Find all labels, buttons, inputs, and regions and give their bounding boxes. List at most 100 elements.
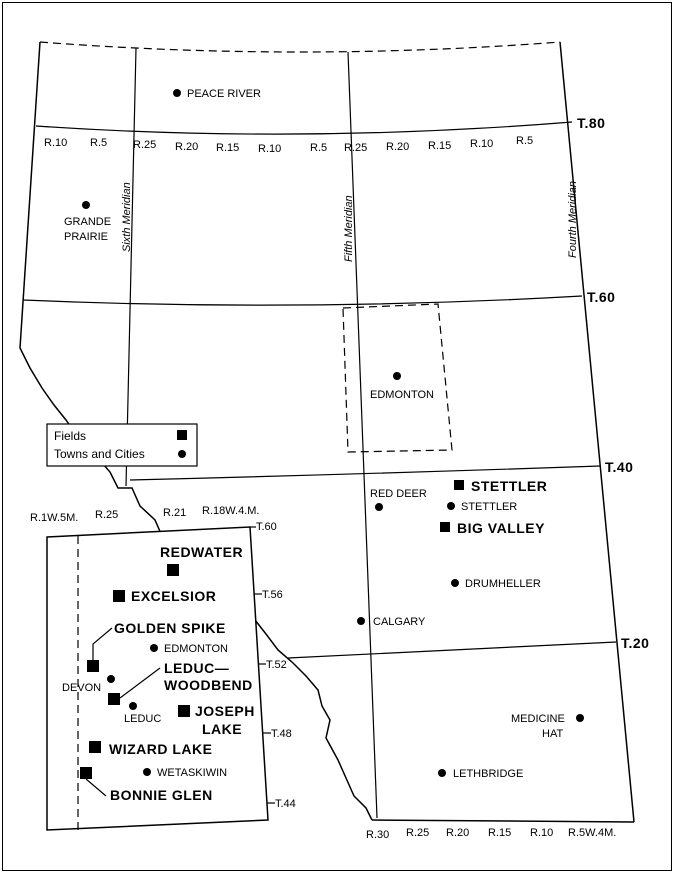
inset-field-marker-leduc-woodbend	[108, 693, 120, 705]
field-marker	[440, 522, 450, 532]
town-marker	[357, 617, 365, 625]
fifth-meridian-line	[347, 51, 378, 819]
town-marker	[447, 502, 455, 510]
town-label-medicine-hat: HAT	[542, 728, 563, 740]
field-marker	[454, 480, 464, 490]
inset-town-label-edmonton: EDMONTON	[164, 643, 228, 655]
township-label-60: T.60	[587, 289, 615, 305]
inset-field-label-excelsior: EXCELSIOR	[131, 588, 216, 604]
southwest-boundary	[254, 619, 373, 821]
leader-line	[119, 667, 161, 699]
inset-township-label: T.48	[271, 728, 292, 740]
inset-town-marker	[150, 644, 158, 652]
township-label-40: T.40	[605, 459, 633, 475]
leader-line	[85, 778, 107, 797]
towns: PEACE RIVER GRANDE PRAIRIE EDMONTON RED …	[64, 88, 584, 780]
field-label-stettler: STETTLER	[471, 478, 547, 494]
inset-town-marker	[143, 768, 151, 776]
township-line-80	[35, 121, 573, 135]
range-label: R.5W.4M.	[568, 827, 616, 839]
inset-field-label-leduc-woodbend: LEDUC—	[164, 660, 229, 676]
range-label: R.15	[428, 140, 451, 152]
range-label: R.25	[133, 139, 156, 151]
inset-field-marker-excelsior	[113, 590, 125, 602]
fourth-meridian-label: Fourth Meridian	[567, 181, 579, 258]
range-label: R.25	[406, 827, 429, 839]
township-line-60	[22, 295, 583, 306]
inset-township-label: T.52	[266, 659, 287, 671]
town-label-calgary: CALGARY	[373, 616, 426, 628]
range-label: R.10	[470, 138, 493, 150]
township-label-80: T.80	[577, 115, 605, 131]
township-labels: T.80 T.60 T.40 T.20	[577, 115, 649, 651]
inset-town-marker	[129, 702, 137, 710]
inset-field-label-wizard-lake: WIZARD LAKE	[109, 741, 213, 757]
town-label-lethbridge: LETHBRIDGE	[453, 768, 523, 780]
province-outline	[19, 41, 635, 823]
legend-field-marker	[177, 430, 187, 440]
town-marker	[576, 714, 584, 722]
northern-range-labels: R.10 R.5 R.25 R.20 R.15 R.10 R.5 R.25 R.…	[44, 135, 533, 155]
range-label: R.10	[258, 143, 281, 155]
inset-field-label-joseph-lake: JOSEPH	[195, 703, 255, 719]
inset-field-label-bonnie-glen: BONNIE GLEN	[110, 787, 213, 803]
meridian-lines	[125, 47, 378, 819]
range-label: R.25	[344, 142, 367, 154]
inset-range-label: R.25	[95, 509, 118, 521]
town-label-stettler: STETTLER	[461, 501, 517, 513]
town-label-medicine-hat: MEDICINE	[511, 713, 565, 725]
town-label-edmonton: EDMONTON	[370, 389, 434, 401]
township-lines	[22, 121, 617, 659]
town-marker	[451, 579, 459, 587]
leader-line	[92, 627, 113, 660]
eastern-boundary	[559, 41, 635, 823]
legend: Fields Towns and Cities	[46, 423, 198, 467]
town-marker	[438, 769, 446, 777]
inset-field-marker-bonnie-glen	[80, 767, 92, 779]
legend-towns-label: Towns and Cities	[54, 447, 145, 461]
inset-town-marker	[107, 675, 115, 683]
fields: STETTLER BIG VALLEY	[440, 478, 547, 536]
range-label: R.15	[488, 827, 511, 839]
inset-town-label-leduc: LEDUC	[124, 713, 161, 725]
northern-boundary	[39, 41, 561, 53]
inset-township-label: T.44	[275, 798, 296, 810]
township-line-20	[287, 641, 617, 659]
sixth-meridian-label: Sixth Meridian	[121, 182, 133, 252]
range-label: R.10	[530, 827, 553, 839]
town-label-peace-river: PEACE RIVER	[187, 88, 261, 100]
range-label: R.30	[366, 829, 389, 841]
town-label-drumheller: DRUMHELLER	[465, 578, 541, 590]
inset-range-label: R.18W.4.M.	[202, 505, 259, 517]
township-label-20: T.20	[621, 635, 649, 651]
inset-range-label: R.21	[163, 507, 186, 519]
range-label: R.20	[386, 141, 409, 153]
inset-township-label: T.56	[262, 589, 283, 601]
town-label-red-deer: RED DEER	[370, 488, 427, 500]
inset-field-marker-joseph-lake	[178, 705, 190, 717]
town-label-grande-prairie: PRAIRIE	[64, 231, 108, 243]
range-label: R.10	[44, 137, 67, 149]
inset-town-label-wetaskiwin: WETASKIWIN	[157, 767, 227, 779]
inset-field-marker-golden-spike	[87, 660, 99, 672]
town-label-grande-prairie: GRANDE	[64, 216, 111, 228]
range-label: R.5	[90, 137, 107, 149]
inset-field-label-redwater: REDWATER	[160, 544, 243, 560]
town-marker	[375, 503, 383, 511]
range-label: R.20	[175, 141, 198, 153]
legend-town-marker	[178, 450, 186, 458]
inset-map: R.1W.5M. R.25 R.21 R.18W.4.M. T.60 T.56 …	[30, 505, 296, 831]
town-marker	[393, 372, 401, 380]
inset-field-marker-redwater	[167, 564, 179, 576]
southern-boundary	[371, 819, 635, 823]
edmonton-area-box	[342, 303, 453, 453]
inset-field-marker-wizard-lake	[89, 741, 101, 753]
inset-box	[46, 526, 269, 831]
inset-range-label: R.1W.5M.	[30, 512, 78, 524]
fifth-meridian-label: Fifth Meridian	[343, 195, 355, 262]
legend-fields-label: Fields	[54, 429, 86, 443]
legend-box	[46, 423, 198, 467]
inset-field-label-joseph-lake: LAKE	[202, 721, 242, 737]
